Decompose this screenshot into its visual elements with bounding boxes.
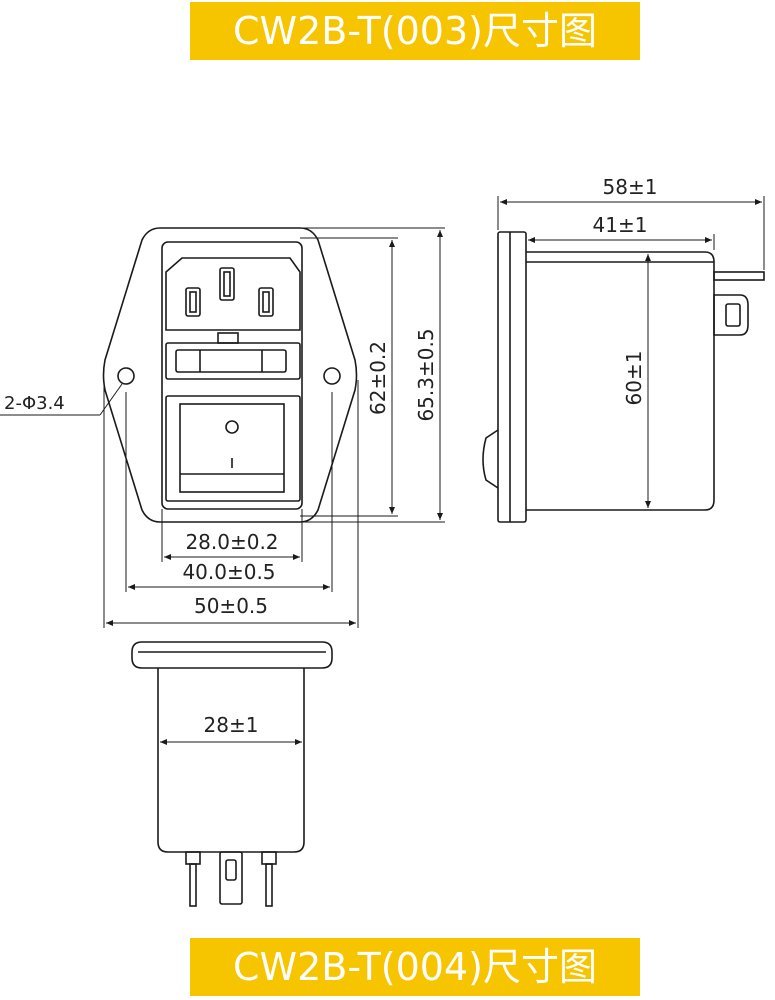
bottom-view [131,641,333,907]
iec-inlet [165,257,301,331]
dim-bottom-width-label: 28±1 [204,713,259,737]
inlet-pin-left [185,287,201,317]
dim-width-outer-label: 50±0.5 [194,594,268,618]
title-top-banner: CW2B-T(003)尺寸图 [190,2,640,60]
bottom-terminal-right [261,851,277,865]
mount-hole-right [323,367,341,385]
rocker-switch [179,403,285,493]
bottom-terminal-left [185,851,201,865]
bottom-body [157,668,305,853]
dim-height-inner-label: 62±0.2 [366,341,390,415]
inlet-pin-right [258,287,274,317]
dim-width-inner-label: 28.0±0.2 [185,530,278,554]
side-body [526,251,715,511]
side-tab-top [713,271,765,281]
title-bottom-banner: CW2B-T(004)尺寸图 [190,938,640,996]
dim-height-outer-label: 65.3±0.5 [414,328,438,421]
rocker-switch-frame [165,395,301,502]
dim-hole-label: 2-Φ3.4 [4,393,65,414]
dim-side-body-label: 41±1 [593,213,648,237]
dim-width-mid-label: 40.0±0.5 [182,560,275,584]
dim-side-total-label: 58±1 [603,175,658,199]
side-flange [497,231,527,523]
side-rocker [482,429,499,489]
fuse-holder [165,342,301,380]
front-inner-body [161,241,303,510]
mount-hole-left [117,367,135,385]
switch-off-mark [225,420,239,434]
side-tab-bottom [713,294,749,336]
bottom-terminal-center [219,851,243,905]
dim-side-height-label: 60±1 [622,351,646,406]
front-view [102,227,358,523]
inlet-pin-center [219,267,235,301]
side-view [482,231,765,523]
bottom-flange [131,641,333,669]
